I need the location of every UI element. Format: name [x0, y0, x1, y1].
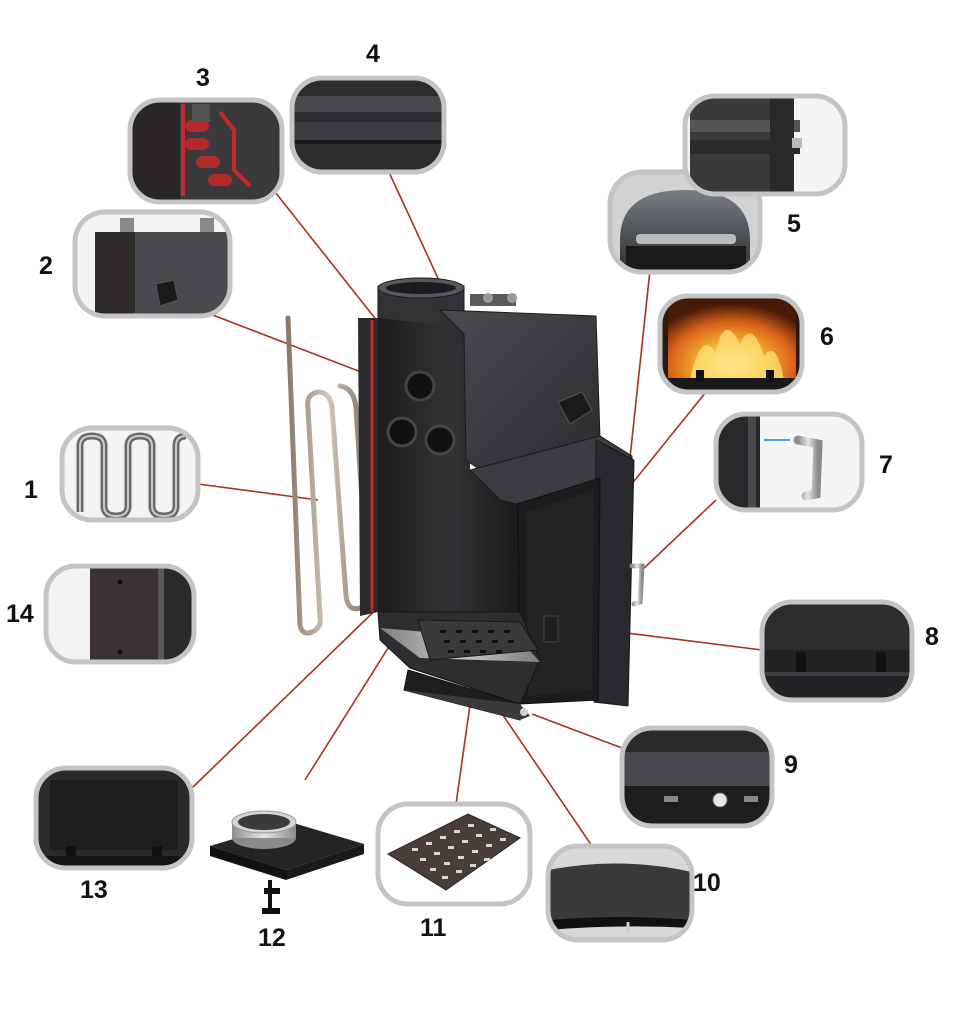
callout-number-1: 1: [24, 476, 38, 504]
callout-number-10: 10: [693, 869, 721, 897]
leader-7: [639, 499, 717, 573]
leader-12: [304, 644, 391, 781]
callout-number-13: 13: [80, 876, 108, 904]
callout-number-14: 14: [6, 600, 34, 628]
bubble-4: [289, 75, 447, 175]
bubble-2: [72, 209, 233, 319]
callout-number-6: 6: [820, 323, 834, 351]
bubble-13: [33, 765, 195, 871]
callout-number-9: 9: [784, 751, 798, 779]
callout-number-5: 5: [787, 210, 801, 238]
leader-5: [629, 269, 651, 459]
callout-number-3: 3: [196, 64, 210, 92]
bubble-9: [619, 725, 775, 829]
callout-number-12: 12: [258, 924, 286, 952]
callout-number-8: 8: [925, 623, 939, 651]
bubble-7: [713, 411, 865, 513]
bubble-14: [43, 563, 197, 665]
callout-number-4: 4: [366, 40, 380, 68]
ash-pan-illustration: [210, 810, 364, 914]
callout-number-11: 11: [420, 914, 447, 942]
leader-1: [197, 483, 319, 501]
bubble-6: [657, 293, 805, 395]
bubble-11: [375, 801, 533, 907]
bubble-8: [759, 599, 915, 703]
leader-10: [493, 701, 593, 847]
callout-number-2: 2: [39, 252, 53, 280]
callout-number-7: 7: [879, 451, 893, 479]
water-coil-illustration: [285, 315, 371, 636]
leader-9: [531, 713, 623, 749]
bubble-1: [59, 425, 201, 523]
bubble-5a: [682, 93, 848, 197]
bubble-10: [545, 843, 695, 943]
bubble-3: [127, 97, 285, 205]
door-handle-on-body: [629, 563, 645, 607]
fireplace-body: [358, 277, 645, 721]
